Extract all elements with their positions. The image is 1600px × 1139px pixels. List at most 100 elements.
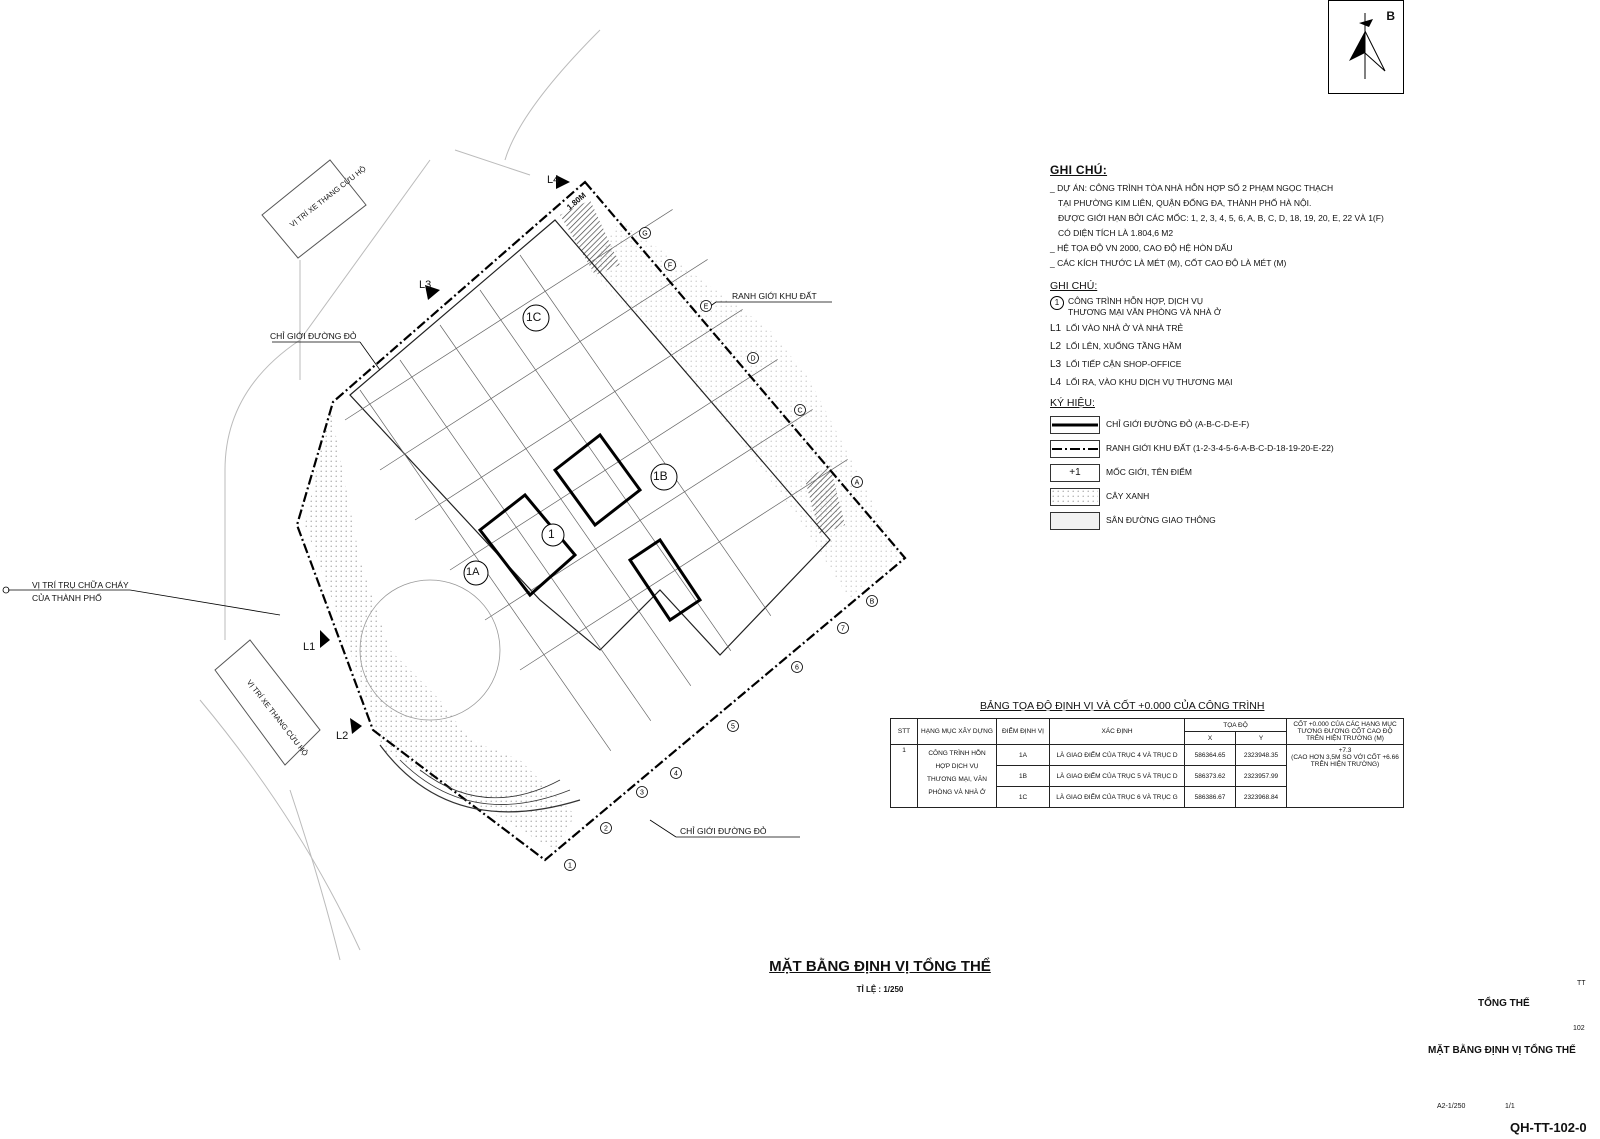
callout-key: 1: [1050, 296, 1064, 310]
title-block-section: TỔNG THỂ: [1478, 998, 1530, 1009]
title-block-tt: TT: [1577, 980, 1586, 987]
coord-table-title: BẢNG TỌA ĐỘ ĐỊNH VỊ VÀ CỐT +0.000 CỦA CÔ…: [980, 700, 1265, 712]
unit-markers: [463, 304, 678, 586]
cell-point: 1C: [996, 786, 1050, 808]
courtyard-circle: [359, 579, 501, 721]
unit-label-1b: 1B: [653, 469, 668, 483]
legend-item: +1 MỐC GIỚI, TÊN ĐIỂM: [1050, 462, 1550, 483]
hydrant-label-2: CỦA THÀNH PHỐ: [32, 593, 102, 603]
note-line: _ DỰ ÁN: CÔNG TRÌNH TÒA NHÀ HỖN HỢP SỐ 2…: [1050, 183, 1334, 193]
title-block-number: 102: [1573, 1025, 1585, 1032]
callout-key: L4: [1050, 377, 1062, 388]
axis-bubble-number: 2: [600, 822, 612, 834]
axis-bubble-number: 1: [564, 859, 576, 871]
svg-text:A: A: [855, 480, 860, 487]
traffic-area: [590, 220, 900, 600]
callout-text: LỐI TIẾP CẬN SHOP-OFFICE: [1066, 359, 1182, 369]
th-item: HẠNG MỤC XÂY DỰNG: [917, 718, 997, 745]
callout-item: L1 LỐI VÀO NHÀ Ở VÀ NHÀ TRẺ: [1050, 323, 1550, 334]
building-cores: [477, 432, 703, 623]
th-y: Y: [1235, 731, 1287, 745]
hydrant-label: VỊ TRÍ TRỤ CHỮA CHÁY: [32, 580, 129, 590]
axis-bubble-letter: E: [700, 300, 712, 312]
th-point: ĐIỂM ĐỊNH VỊ: [996, 718, 1050, 745]
elev-value: +7.3: [1338, 747, 1352, 754]
note-line: CÓ DIỆN TÍCH LÀ 1.804,6 M2: [1058, 228, 1174, 238]
title-block-scale: A2-1/250: [1437, 1103, 1466, 1110]
svg-text:C: C: [797, 408, 802, 415]
road-outlines: [199, 29, 601, 961]
cell-x: 586386.67: [1184, 786, 1236, 808]
cell-point: 1A: [996, 744, 1050, 766]
entry-label-l4: L4: [547, 174, 560, 186]
cell-desc: LÀ GIAO ĐIỂM CỦA TRỤC 6 VÀ TRỤC G: [1049, 786, 1185, 808]
notes-title: GHI CHÚ:: [1050, 163, 1108, 177]
callout-item: 1 CÔNG TRÌNH HỖN HỢP, DỊCH VỤ THƯƠNG MẠI…: [1050, 296, 1550, 318]
legend-text: SÂN ĐƯỜNG GIAO THÔNG: [1106, 515, 1216, 525]
svg-text:D: D: [750, 356, 755, 363]
legend-item: CHỈ GIỚI ĐƯỜNG ĐỎ (A-B-C-D-E-F): [1050, 414, 1550, 435]
th-stt: STT: [890, 718, 918, 745]
cell-y: 2323948.35: [1235, 744, 1287, 766]
svg-text:6: 6: [795, 665, 799, 672]
axis-bubble-number: 3: [636, 786, 648, 798]
drawing-title: MẶT BẰNG ĐỊNH VỊ TỔNG THỂ: [769, 958, 991, 975]
legend-green-symbol: [1050, 487, 1100, 506]
table-row: 1 CÔNG TRÌNH HỖN HỢP DỊCH VỤ THƯƠNG MẠI,…: [890, 744, 1404, 808]
axis-bubble-number: 6: [791, 661, 803, 673]
svg-text:G: G: [642, 231, 647, 238]
callout-item: L4 LỐI RA, VÀO KHU DỊCH VỤ THƯƠNG MẠI: [1050, 377, 1550, 388]
north-compass: B: [1328, 0, 1404, 94]
axis-bubble-letter: A: [851, 476, 863, 488]
note-line: TẠI PHƯỜNG KIM LIÊN, QUẬN ĐỐNG ĐA, THÀNH…: [1058, 198, 1312, 208]
cell-point: 1B: [996, 765, 1050, 787]
axis-bubble-number: 4: [670, 767, 682, 779]
cell-stt: 1: [890, 744, 918, 808]
svg-text:4: 4: [674, 771, 678, 778]
unit-label-1c: 1C: [526, 310, 542, 324]
svg-text:3: 3: [640, 790, 644, 797]
callouts-title: GHI CHÚ:: [1050, 280, 1098, 292]
title-block-sheet-count: 1/1: [1505, 1103, 1515, 1110]
legend-title: KÝ HIỆU:: [1050, 397, 1095, 409]
axis-bubble-number: 5: [727, 720, 739, 732]
legend-red-line-symbol: [1050, 415, 1100, 434]
callout-item: L3 LỐI TIẾP CẬN SHOP-OFFICE: [1050, 359, 1550, 370]
ramp-curve: [379, 744, 581, 813]
legend-item: RANH GIỚI KHU ĐẤT (1-2-3-4-5-6-A-B-C-D-1…: [1050, 438, 1550, 459]
svg-text:F: F: [668, 263, 672, 270]
legend-text: RANH GIỚI KHU ĐẤT (1-2-3-4-5-6-A-B-C-D-1…: [1106, 443, 1334, 453]
cell-x: 586373.62: [1184, 765, 1236, 787]
cell-desc: LÀ GIAO ĐIỂM CỦA TRỤC 4 VÀ TRỤC D: [1049, 744, 1185, 766]
north-arrow-icon: [1349, 13, 1386, 79]
callout-item: L2 LỐI LÊN, XUỐNG TẦNG HẦM: [1050, 341, 1550, 352]
drawing-scale: TỈ LỆ : 1/250: [856, 985, 904, 994]
axis-bubble-letter: F: [664, 259, 676, 271]
axis-bubble-letter: B: [866, 595, 878, 607]
axis-bubbles: A B C D E F G 1 2 3 4 5 6 7: [564, 227, 878, 871]
hatched-strip-top: [560, 200, 620, 275]
callout-key: L2: [1050, 341, 1062, 352]
cell-x: 586364.65: [1184, 744, 1236, 766]
legend-text: CÂY XANH: [1106, 491, 1150, 501]
svg-text:B: B: [870, 599, 875, 606]
table-row: 1C LÀ GIAO ĐIỂM CỦA TRỤC 6 VÀ TRỤC G 586…: [891, 786, 1404, 808]
th-x: X: [1184, 731, 1236, 745]
unit-label-1a: 1A: [466, 566, 480, 578]
legend-text: MỐC GIỚI, TÊN ĐIỂM: [1106, 467, 1192, 477]
entry-label-l1: L1: [303, 641, 316, 653]
axis-bubble-number: 7: [837, 622, 849, 634]
callout-text: CÔNG TRÌNH HỖN HỢP, DỊCH VỤ THƯƠNG MẠI V…: [1068, 296, 1222, 317]
title-block-code: QH-TT-102-0: [1510, 1120, 1587, 1135]
callout-text: LỐI RA, VÀO KHU DỊCH VỤ THƯƠNG MẠI: [1066, 377, 1233, 387]
cell-y: 2323957.99: [1235, 765, 1287, 787]
callout-text: LỐI VÀO NHÀ Ở VÀ NHÀ TRẺ: [1066, 323, 1184, 333]
axis-bubble-letter: C: [794, 404, 806, 416]
legend-text: CHỈ GIỚI ĐƯỜNG ĐỎ (A-B-C-D-E-F): [1106, 419, 1250, 429]
legend-item: SÂN ĐƯỜNG GIAO THÔNG: [1050, 510, 1550, 531]
callout-key: L3: [1050, 359, 1062, 370]
cell-desc: LÀ GIAO ĐIỂM CỦA TRỤC 5 VÀ TRỤC D: [1049, 765, 1185, 787]
road-boundary-callout-bottom: CHỈ GIỚI ĐƯỜNG ĐỎ: [680, 826, 767, 836]
note-line: _ HỆ TỌA ĐỘ VN 2000, CAO ĐỘ HỆ HÒN DẤU: [1050, 243, 1233, 253]
